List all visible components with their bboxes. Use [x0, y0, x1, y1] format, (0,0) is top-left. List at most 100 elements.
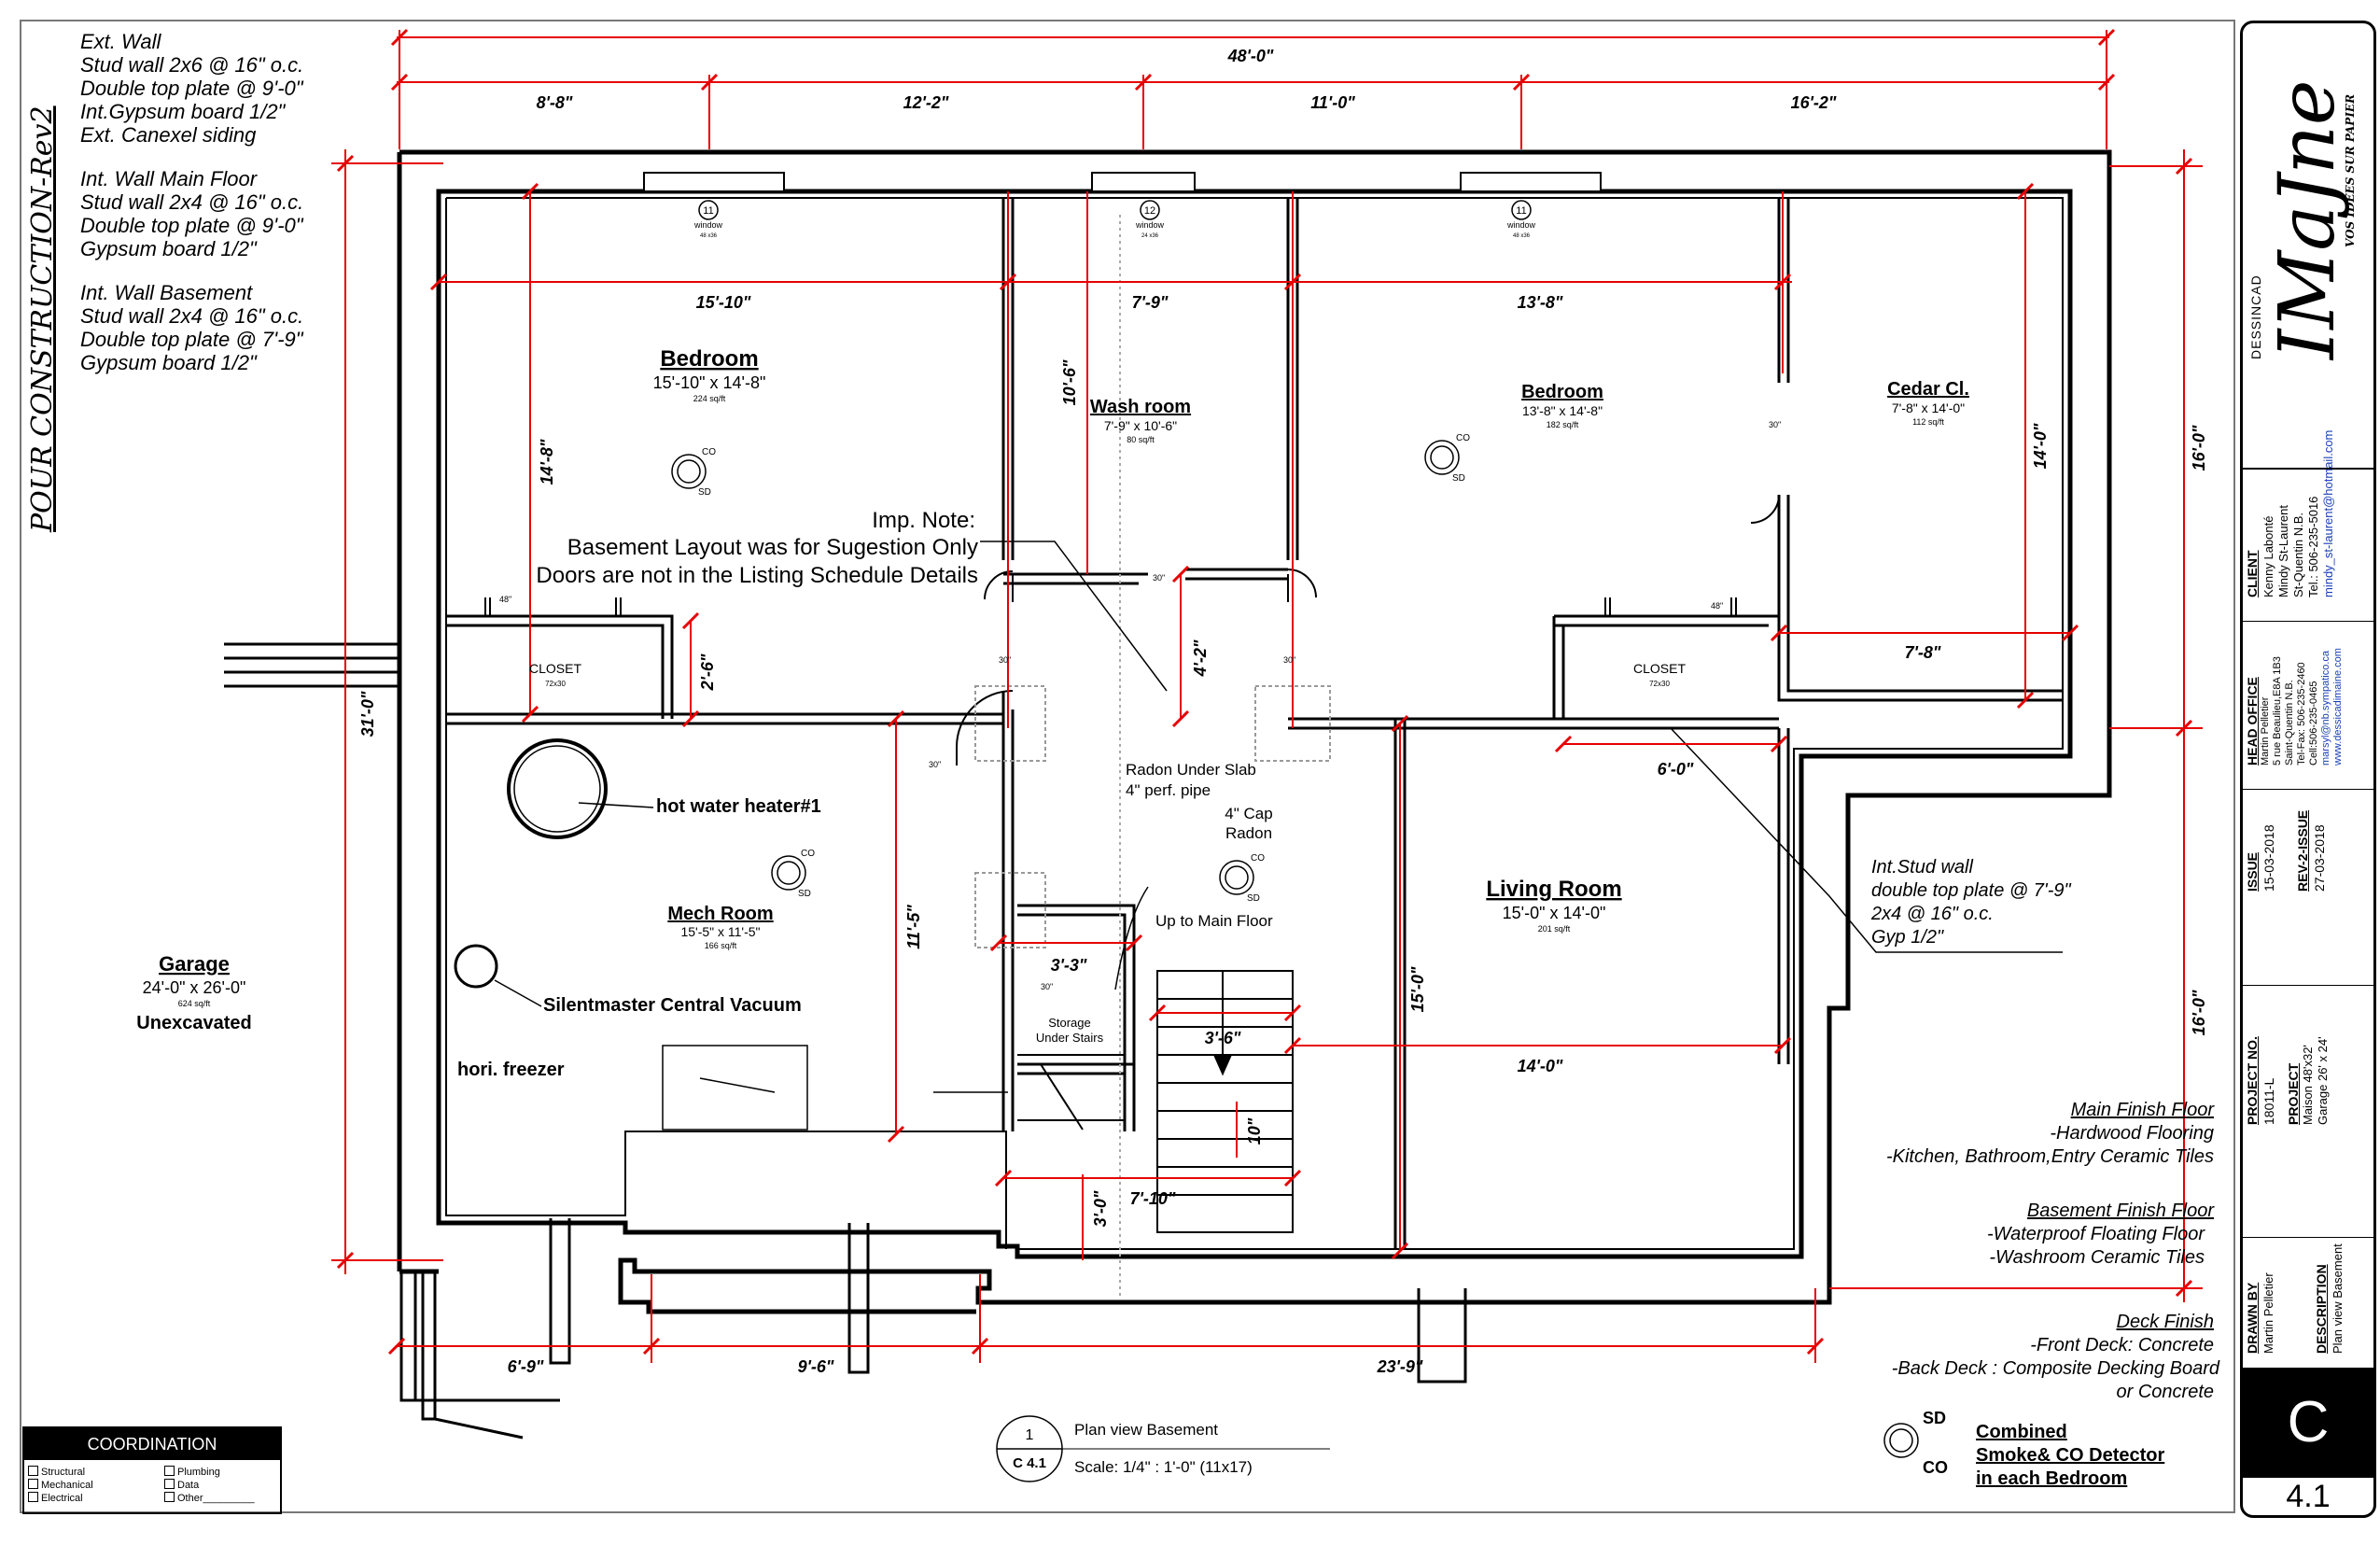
room-closet1-size: 72x30	[545, 680, 566, 688]
dim-int-2: 7'-9"	[1132, 293, 1169, 312]
sheet-number: 4.1	[2286, 1479, 2331, 1514]
room-bedroom2-size: 13'-8" x 14'-8"	[1522, 403, 1603, 418]
divider	[2243, 1237, 2373, 1238]
view-sheet: C 4.1	[1013, 1455, 1046, 1471]
window-size-3: 48 x36	[1513, 233, 1531, 239]
client-line: St-Quentin N.B.	[2291, 512, 2305, 597]
label-storage-2: Under Stairs	[1036, 1031, 1104, 1045]
room-bedroom1-size: 15'-10" x 14'-8"	[653, 373, 766, 392]
coord-electrical[interactable]: Electrical	[28, 1492, 83, 1504]
dim-storage-height: 3'-0"	[1091, 1190, 1110, 1227]
wall-note-ext-line: Double top plate @ 9'-0"	[80, 77, 303, 100]
dim-left-height: 31'-0"	[358, 691, 377, 737]
head-office-line: Martin Pelletier	[2260, 696, 2271, 765]
view-title: Plan view Basement	[1074, 1421, 1218, 1439]
detector-note-1: Combined	[1976, 1422, 2067, 1442]
dim-living-height: 15'-0"	[1408, 966, 1427, 1012]
dim-storage-width: 7'-10"	[1130, 1189, 1176, 1208]
dim-closet2-width: 6'-0"	[1658, 760, 1694, 779]
dimension-lines	[331, 30, 2203, 1363]
finish-base-title: Basement Finish Floor	[2027, 1201, 2215, 1221]
int-stud-line4: Gyp 1/2"	[1871, 927, 1944, 948]
interior-partitions	[446, 198, 2063, 1249]
svg-text:48": 48"	[499, 595, 511, 604]
finish-main-title: Main Finish Floor	[2071, 1100, 2216, 1120]
head-office-line: 5 rue Beaulieu,E8A 1B3	[2272, 656, 2283, 765]
legend-sd: SD	[1923, 1409, 1946, 1427]
misc-labels: hot water heater#1 Radon Under Slab 4" p…	[457, 761, 1273, 1080]
dim-closet-depth: 2'-6"	[698, 653, 717, 691]
leader-lines	[494, 541, 2063, 1093]
dim-cedar-height: 14'-0"	[2031, 423, 2050, 469]
detector-symbols	[671, 440, 1919, 1458]
svg-text:30": 30"	[1283, 655, 1295, 665]
windows	[643, 172, 1602, 192]
dim-right-lower: 16'-0"	[2190, 990, 2208, 1035]
room-living-area: 201 sq/ft	[1538, 924, 1571, 934]
room-garage-size: 24'-0" x 26'-0"	[143, 978, 246, 997]
vacuum-symbol	[454, 944, 498, 989]
coord-data[interactable]: Data	[164, 1479, 199, 1491]
dim-mech-height: 11'-5"	[904, 905, 923, 949]
svg-text:CO: CO	[702, 447, 716, 457]
svg-text:CO: CO	[1456, 433, 1470, 443]
coord-structural[interactable]: Structural	[28, 1466, 85, 1478]
imp-note-line2: Doors are not in the Listing Schedule De…	[536, 563, 978, 588]
room-cedar-name: Cedar Cl.	[1887, 379, 1969, 400]
dim-bedroom1-height: 14'-8"	[538, 439, 556, 485]
dim-stair-step: 10"	[1245, 1117, 1264, 1145]
divider	[2243, 621, 2373, 622]
logo: IMaJne	[2263, 79, 2352, 359]
dim-top-1: 8'-8"	[537, 93, 573, 112]
coord-other[interactable]: Other_________	[164, 1492, 255, 1504]
room-mech-size: 15'-5" x 11'-5"	[680, 924, 760, 939]
finish-deck-1: -Front Deck: Concrete	[2030, 1335, 2214, 1355]
project-no-heading: PROJECT NO.	[2245, 1036, 2260, 1125]
room-mech-area: 166 sq/ft	[705, 941, 737, 950]
head-office-heading: HEAD OFFICE	[2245, 677, 2260, 765]
room-cedar-area: 112 sq/ft	[1912, 417, 1944, 427]
finish-base-2: -Washroom Ceramic Tiles	[1989, 1247, 2205, 1268]
dim-bottom-2: 9'-6"	[798, 1357, 834, 1376]
project-line: Garage 26' x 24'	[2316, 1036, 2330, 1125]
window-tag-2: 12	[1144, 205, 1155, 217]
room-living-size: 15'-0" x 14'-0"	[1503, 904, 1606, 922]
client-email[interactable]: mindy_st-laurent@hotmail.com	[2321, 429, 2335, 597]
window-size-2: 24 x36	[1141, 233, 1159, 239]
wall-note-main-line: Double top plate @ 9'-0"	[80, 214, 303, 237]
description-heading: DESCRIPTION	[2314, 1264, 2329, 1354]
dimension-ticks	[336, 28, 2193, 1355]
coord-mechanical[interactable]: Mechanical	[28, 1479, 93, 1491]
dim-top-4: 16'-2"	[1791, 93, 1837, 112]
wall-note-main-line: Gypsum board 1/2"	[80, 237, 257, 260]
divider	[2243, 789, 2373, 790]
room-washroom-area: 80 sq/ft	[1127, 435, 1155, 444]
client-line: Kenny Labonté	[2261, 515, 2275, 597]
head-office-website[interactable]: www.dessicadimaine.com	[2332, 648, 2344, 765]
label-freezer: hori. freezer	[457, 1060, 565, 1080]
window-tag-3: 11	[1516, 205, 1526, 217]
imp-note-title: Imp. Note:	[872, 508, 975, 533]
wall-note-base-line: Double top plate @ 7'-9"	[80, 328, 303, 351]
wall-note-base-line: Stud wall 2x4 @ 16" o.c.	[80, 304, 304, 328]
project-line: Maison 48'x32'	[2301, 1045, 2315, 1125]
dim-right-upper: 16'-0"	[2190, 425, 2208, 471]
room-bedroom2-area: 182 sq/ft	[1547, 420, 1579, 429]
finish-notes: Main Finish Floor -Hardwood Flooring -Ki…	[1886, 1100, 2220, 1402]
client-line: Tel.: 506-235-5016	[2306, 496, 2320, 597]
svg-text:SD: SD	[798, 889, 811, 899]
svg-text:SD: SD	[698, 487, 711, 498]
logo-small: DESSINCAD	[2248, 274, 2263, 359]
coord-plumbing[interactable]: Plumbing	[164, 1466, 220, 1478]
finish-base-1: -Waterproof Floating Floor	[1987, 1224, 2205, 1244]
closet-doors	[484, 597, 1737, 617]
window-label-3: window	[1506, 220, 1536, 230]
finish-main-1: -Hardwood Flooring	[2050, 1123, 2214, 1144]
divider	[2243, 468, 2373, 470]
detector-note: Combined Smoke& CO Detector in each Bedr…	[1976, 1422, 2164, 1489]
wall-note-main-line: Stud wall 2x4 @ 16" o.c.	[80, 190, 304, 214]
dim-stair-width: 3'-6"	[1205, 1029, 1241, 1047]
head-office-email[interactable]: marsyl@nb.sympatico.ca	[2320, 650, 2331, 765]
coordination-title: COORDINATION	[24, 1428, 280, 1460]
dimension-texts: 48'-0" 8'-8" 12'-2" 11'-0" 16'-2" 15'-10…	[358, 47, 2208, 1376]
